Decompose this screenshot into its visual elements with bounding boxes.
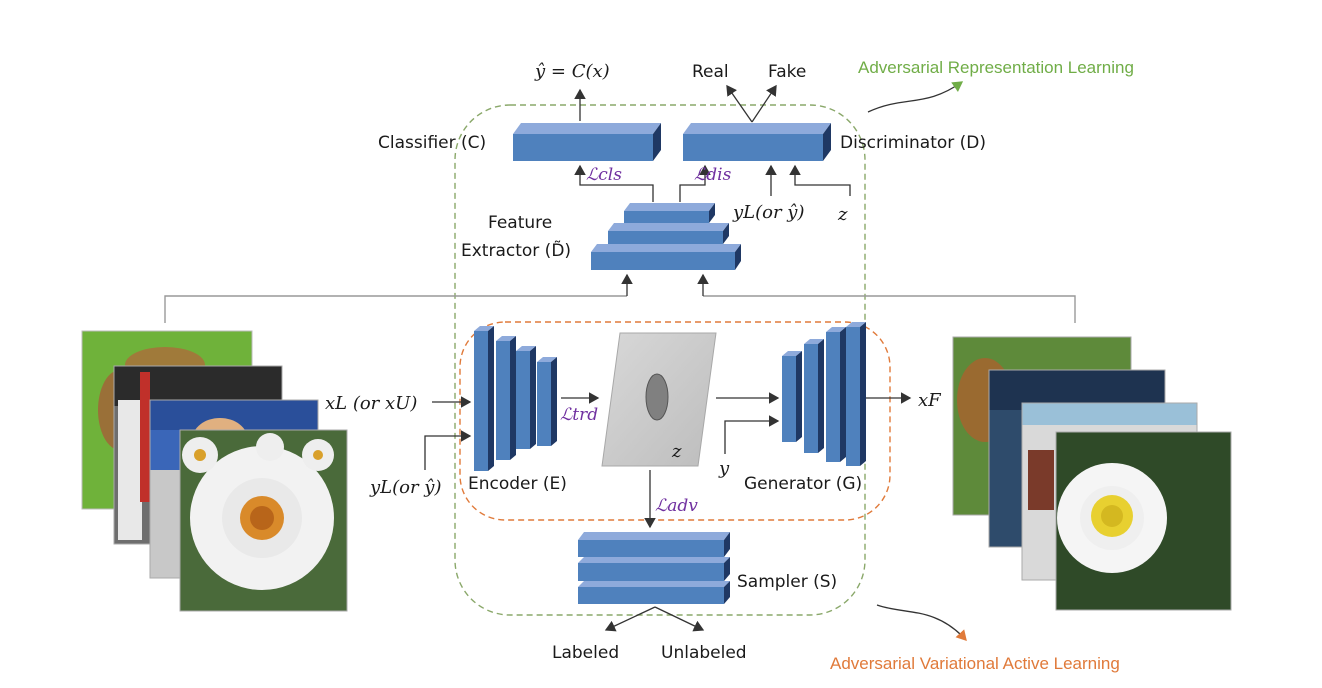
generator-y-input: y: [718, 458, 730, 479]
daisy-image-generated: [1055, 431, 1232, 611]
loss-trd: ℒtrd: [560, 405, 598, 425]
sampler-block: [578, 532, 730, 604]
orange-title-pointer: [876, 604, 967, 641]
latent-z-label: z: [671, 441, 682, 462]
feature-extractor-block: [591, 203, 741, 270]
adversarial-representation-region: [454, 104, 866, 616]
feature-extractor-label-2: Extractor (D̃): [461, 240, 571, 261]
generator-label: Generator (G): [744, 474, 862, 494]
sampler-label: Sampler (S): [737, 572, 837, 592]
fake-arrow: [751, 84, 777, 123]
classifier-block: [513, 123, 661, 161]
encoder-y-input: yL(or ŷ): [369, 477, 442, 498]
labeled-label: Labeled: [552, 643, 619, 663]
fake-label: Fake: [768, 62, 806, 82]
green-title-pointer: [867, 81, 964, 113]
discriminator-z-input: z: [837, 204, 848, 225]
loss-dis: ℒdis: [694, 165, 732, 185]
y-to-generator-arrow: [724, 415, 780, 454]
fake-images-to-fe-line: [703, 295, 1076, 323]
real-arrow: [726, 84, 753, 123]
real-label: Real: [692, 62, 729, 82]
generator-block: [782, 322, 866, 466]
fe-to-discriminator-arrow: [679, 164, 711, 202]
encoder-label: Encoder (E): [468, 474, 567, 494]
adversarial-active-region: [459, 321, 891, 521]
real-images-to-fe-line: [164, 295, 627, 323]
generator-output: xF: [918, 390, 942, 411]
loss-cls: ℒcls: [586, 165, 622, 185]
unlabeled-arrow: [654, 606, 705, 632]
z-to-discriminator-arrow: [789, 164, 851, 196]
labeled-arrow: [604, 606, 656, 632]
unlabeled-label: Unlabeled: [661, 643, 747, 663]
loss-adv: ℒadv: [655, 496, 698, 516]
discriminator-block: [683, 123, 831, 161]
adversarial-active-title: Adversarial Variational Active Learning: [830, 654, 1120, 673]
discriminator-label: Discriminator (D): [840, 133, 986, 153]
classifier-output: ŷ = C(x): [534, 61, 610, 82]
adversarial-representation-title: Adversarial Representation Learning: [858, 58, 1134, 77]
fe-to-classifier-arrow: [574, 164, 654, 202]
encoder-block: [474, 326, 557, 471]
generated-images-stack: [952, 336, 1232, 611]
classifier-label: Classifier (C): [378, 133, 486, 153]
discriminator-y-input: yL(or ŷ): [732, 202, 805, 223]
feature-extractor-label-1: Feature: [488, 213, 552, 233]
latent-distribution: [645, 373, 669, 421]
y-to-encoder-arrow: [424, 430, 472, 470]
daisy-image-real: [179, 429, 348, 612]
encoder-x-input: xL (or xU): [325, 393, 417, 414]
real-images-stack: [81, 330, 348, 612]
